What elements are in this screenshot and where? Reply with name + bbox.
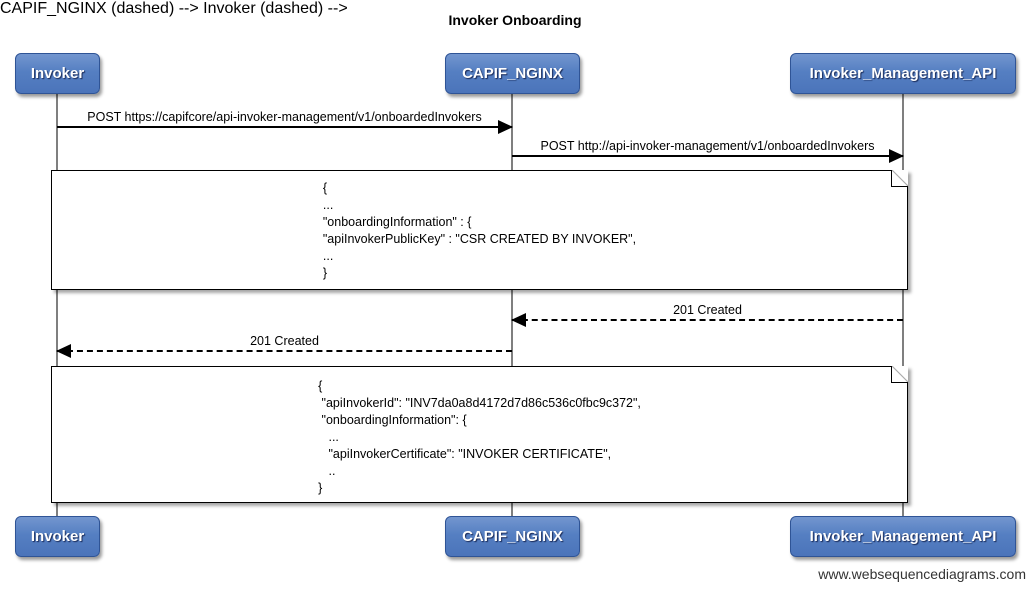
watermark: www.websequencediagrams.com xyxy=(818,566,1026,582)
message-label: 201 Created xyxy=(250,334,319,348)
actor-capif-nginx-bottom: CAPIF_NGINX xyxy=(445,516,580,557)
actor-invoker-bottom: Invoker xyxy=(15,516,100,557)
actor-invoker-label: Invoker xyxy=(30,65,85,82)
lifeline-capif-nginx xyxy=(511,94,513,518)
actor-invoker-label: Invoker xyxy=(30,528,85,545)
message-201-created-internal: 201 Created xyxy=(511,301,903,327)
message-onboard-request-external: POST https://capifcore/api-invoker-manag… xyxy=(57,108,513,134)
actor-invoker-top: Invoker xyxy=(15,53,100,94)
message-line xyxy=(512,149,904,163)
note-fold-icon xyxy=(891,170,908,187)
lifeline-invoker-management-api xyxy=(902,94,904,518)
actor-invoker-management-api-top: Invoker_Management_API xyxy=(790,53,1016,94)
arrowhead-right-icon xyxy=(889,149,904,163)
message-line xyxy=(511,313,903,327)
note-text: { ... "onboardingInformation" : { "apiIn… xyxy=(322,181,637,280)
message-line xyxy=(56,344,512,358)
diagram-title: Invoker Onboarding xyxy=(448,12,582,28)
note-text: { "apiInvokerId": "INV7da0a8d4172d7d86c5… xyxy=(318,379,641,495)
actor-capif-nginx-label: CAPIF_NGINX xyxy=(462,65,563,82)
actor-invoker-management-api-label: Invoker_Management_API xyxy=(809,65,997,82)
actor-capif-nginx-top: CAPIF_NGINX xyxy=(445,53,580,94)
message-label: POST https://capifcore/api-invoker-manag… xyxy=(87,110,482,124)
arrowhead-right-icon xyxy=(498,120,513,134)
message-label: 201 Created xyxy=(673,303,742,317)
arrowhead-left-icon xyxy=(511,313,526,327)
note-onboarding-request-body: { ... "onboardingInformation" : { "apiIn… xyxy=(51,170,908,290)
note-fold-icon xyxy=(891,366,908,383)
actor-capif-nginx-label: CAPIF_NGINX xyxy=(462,528,563,545)
message-label: POST http://api-invoker-management/v1/on… xyxy=(540,139,875,153)
message-201-created-external: 201 Created xyxy=(56,332,512,358)
arrowhead-left-icon xyxy=(56,344,71,358)
actor-invoker-management-api-label: Invoker_Management_API xyxy=(809,528,997,545)
message-onboard-request-internal: POST http://api-invoker-management/v1/on… xyxy=(512,137,904,163)
message-line xyxy=(57,120,513,134)
lifeline-invoker xyxy=(56,94,58,518)
note-onboarding-response-body: { "apiInvokerId": "INV7da0a8d4172d7d86c5… xyxy=(51,366,908,503)
actor-invoker-management-api-bottom: Invoker_Management_API xyxy=(790,516,1016,557)
